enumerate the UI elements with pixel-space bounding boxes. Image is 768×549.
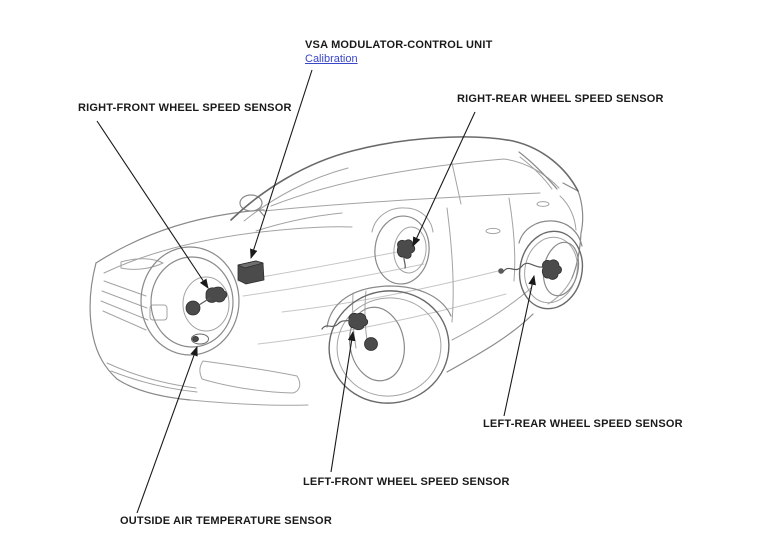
right-rear-sensor (396, 239, 416, 259)
leader-vsa-unit (250, 69, 313, 260)
right-rear-rim (393, 226, 427, 274)
outside-air-sensor-label: OUTSIDE AIR TEMPERATURE SENSOR (120, 515, 332, 527)
window-top-line (270, 158, 560, 207)
left-rear-tire (518, 230, 584, 310)
lf-sensor-harness (321, 319, 351, 330)
leader-outside-air (136, 345, 198, 514)
outside-air-temp-sensor (192, 335, 199, 342)
leader-right-front (96, 120, 209, 289)
c-pillar (518, 151, 558, 190)
front-wheel-arch (140, 246, 240, 356)
headlight (120, 258, 164, 270)
lr-sensor-harness (502, 262, 543, 273)
right-rear-arch (371, 207, 434, 233)
left-rear-sensor-label: LEFT-REAR WHEEL SPEED SENSOR (483, 418, 683, 430)
lower-intake (199, 360, 301, 394)
leader-right-rear (412, 111, 476, 247)
oat-sensor-housing (191, 333, 209, 345)
right-front-sensor (205, 286, 228, 303)
b-pillar (451, 162, 462, 205)
calibration-link[interactable]: Calibration (305, 53, 358, 65)
left-rear-sensor (541, 259, 562, 280)
leader-lines (96, 69, 536, 514)
left-front-sensor-label: LEFT-FRONT WHEEL SPEED SENSOR (303, 476, 510, 488)
right-rear-sensor-label: RIGHT-REAR WHEEL SPEED SENSOR (457, 93, 664, 105)
beltline (263, 192, 541, 212)
windshield-line (243, 167, 349, 222)
left-front-hub (364, 337, 378, 351)
left-front-tire (328, 290, 450, 404)
hood-line (95, 209, 265, 264)
hood-crease (103, 226, 353, 274)
rear-end (571, 190, 584, 279)
rocker-line (446, 313, 534, 373)
front-door-edge (446, 207, 454, 323)
roof-line (230, 136, 579, 221)
left-rear-arch (518, 220, 583, 247)
vsa-unit-label: VSA MODULATOR-CONTROL UNIT (305, 39, 493, 51)
left-front-arch (326, 285, 452, 328)
vsa-unit-top (237, 260, 264, 269)
right-rear-tire (374, 215, 430, 285)
front-bumper (89, 262, 191, 401)
car-line-art (89, 136, 584, 406)
left-front-sensor (348, 312, 369, 331)
leader-left-front (330, 330, 356, 473)
rear-handle (536, 201, 550, 207)
rear-door-edge (508, 197, 516, 282)
right-front-sensor-label: RIGHT-FRONT WHEEL SPEED SENSOR (78, 102, 292, 114)
door-handle (485, 227, 501, 235)
leader-left-rear (503, 274, 536, 417)
front-wheel-rim (182, 276, 230, 332)
front-hub (185, 300, 201, 316)
